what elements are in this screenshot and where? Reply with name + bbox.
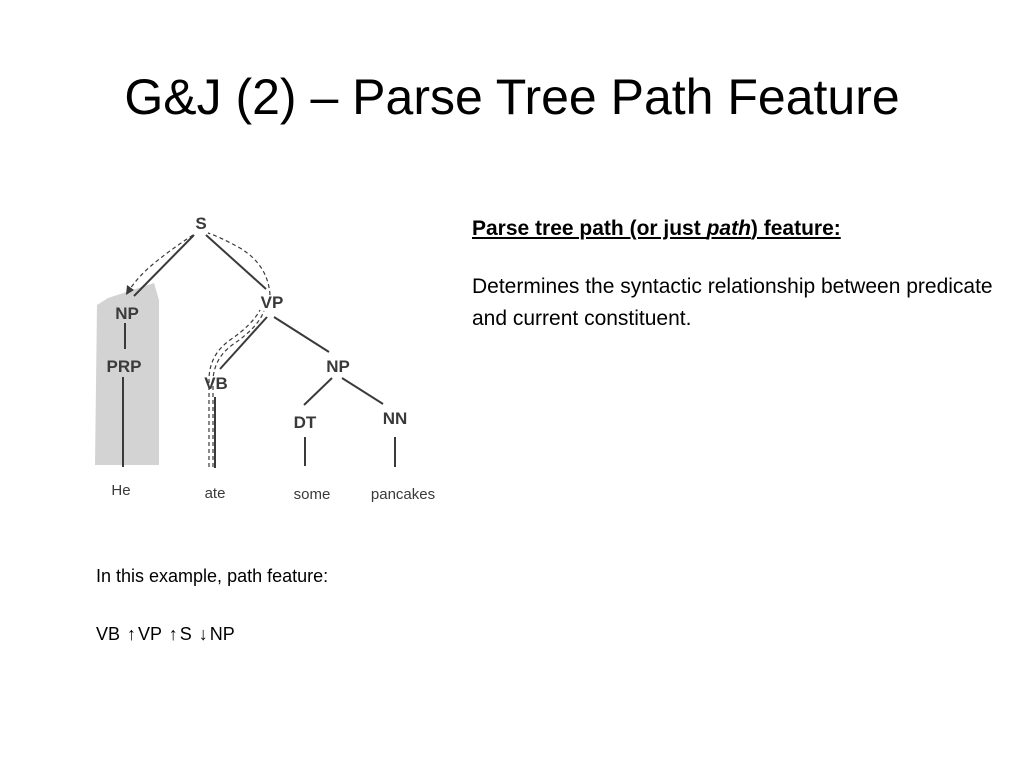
- feature-heading: Parse tree path (or just path) feature:: [472, 213, 1012, 245]
- arrow-up-icon: ↑: [127, 624, 137, 644]
- tree-node-prp: PRP: [107, 357, 142, 376]
- feature-heading-suffix: ) feature:: [750, 217, 841, 240]
- example-section: In this example, path feature: VB ↑VP ↑S…: [96, 562, 696, 648]
- tree-node-s: S: [195, 214, 206, 233]
- slide-title: G&J (2) – Parse Tree Path Feature: [124, 69, 900, 125]
- path-part-vb: VB: [96, 624, 121, 644]
- subject-highlight: [95, 283, 159, 465]
- parse-tree-diagram: S NP PRP VP VB NP DT NN He ate some panc…: [95, 214, 435, 503]
- path-part-vp: VP: [138, 624, 162, 644]
- tree-node-np-subject: NP: [115, 304, 139, 323]
- edge-np-dt: [303, 377, 333, 406]
- edge-s-np: [133, 234, 195, 297]
- tree-word-some: some: [294, 486, 331, 503]
- edge-vp-np: [273, 316, 330, 353]
- tree-word-ate: ate: [205, 485, 226, 502]
- feature-description: Parse tree path (or just path) feature: …: [472, 213, 1012, 335]
- feature-description-text: Determines the syntactic relationship be…: [472, 275, 993, 330]
- arrow-up-icon: ↑: [168, 624, 178, 644]
- arrow-down-icon: ↓: [198, 624, 208, 644]
- feature-heading-prefix: Parse tree path (or just: [472, 217, 707, 240]
- example-path: VB ↑VP ↑S ↓NP: [96, 620, 696, 648]
- path-arrowhead: [126, 285, 134, 295]
- path-dashed-up-right: [212, 310, 265, 467]
- path-dashed-vp-to-s: [207, 232, 271, 296]
- path-part-s: S: [179, 624, 192, 644]
- tree-word-he: He: [111, 482, 130, 499]
- tree-node-nn: NN: [383, 409, 408, 428]
- spacer: [96, 590, 696, 620]
- path-dashed-up-from-vb: [208, 309, 261, 467]
- tree-node-dt: DT: [294, 413, 317, 432]
- tree-word-pancakes: pancakes: [371, 486, 435, 503]
- tree-node-vb: VB: [204, 374, 228, 393]
- edge-s-vp: [205, 234, 267, 290]
- path-part-np: NP: [209, 624, 235, 644]
- tree-node-np-object: NP: [326, 357, 350, 376]
- example-intro: In this example, path feature:: [96, 566, 329, 586]
- feature-heading-italic: path: [706, 217, 751, 240]
- path-dashed-s-to-np: [129, 234, 194, 290]
- edge-np-nn: [341, 377, 384, 405]
- tree-node-vp: VP: [261, 293, 284, 312]
- edge-vp-vb: [219, 316, 268, 370]
